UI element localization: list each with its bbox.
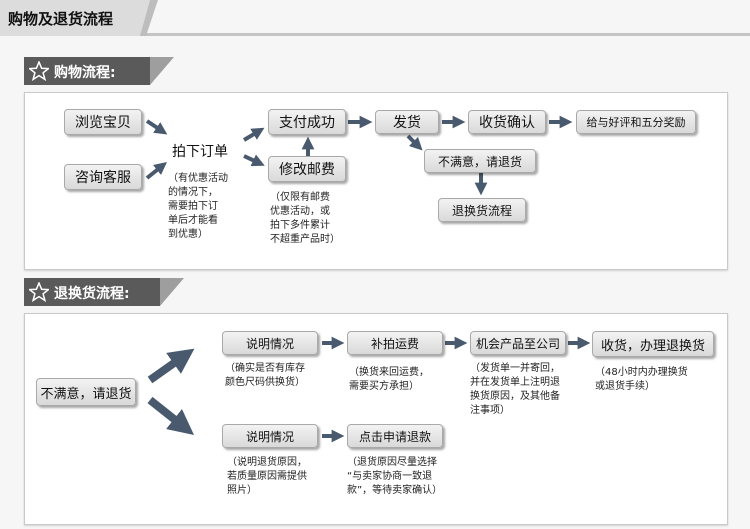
explain-situation-box: 说明情况 (222, 331, 318, 355)
explain-reason-note: （说明退货原因， 若质量原因需提供 照片） (227, 457, 307, 496)
star-icon (29, 61, 49, 81)
arrow-browse-order (145, 119, 168, 135)
exchange-process-box: 退换货流程 (438, 198, 526, 222)
shopping-section-title: 购物流程: (54, 65, 116, 81)
supplement-postage-box: 补拍运费 (347, 331, 443, 355)
ship-box: 发货 (375, 110, 439, 134)
modify-postage-box: 修改邮费 (268, 156, 346, 182)
postage-note: （仅限有邮费 优惠活动，或 拍下多件累计 不超重产品时） (270, 192, 340, 245)
consult-service-box: 咨询客服 (64, 164, 142, 190)
review-reward-box: 给与好评和五分奖励 (576, 110, 696, 134)
apply-refund-note: （退货原因尽量选择 “与卖家协商一致退 款”，等待卖家确认） (347, 457, 443, 496)
send-back-note: （发货单一并寄回， 并在发货单上注明退 换货原因，及其他备 注事项） (470, 363, 560, 416)
arrow-order-pay (242, 127, 265, 142)
arrow-consult-order (145, 162, 167, 180)
receive-process-note: （48小时内办理换货 或退货手续） (595, 367, 688, 392)
star-icon (29, 282, 49, 302)
returns-section-title: 退换货流程: (54, 286, 130, 302)
arrow-order-modify (243, 154, 265, 167)
arrow-ship-unsatisfied (406, 134, 423, 151)
order-note: （有优惠活动 的情况下， 需要拍下订 单后才能看 到优惠） (168, 173, 228, 240)
explain-situation-note: （确实是否有库存 颜色尺码供换货） (225, 363, 305, 388)
unsatisfied-return-box: 不满意，请退货 (424, 149, 536, 173)
supplement-postage-note: （换货来回运费， 需要买方承担） (349, 367, 429, 392)
arrow-return-upper (147, 348, 195, 384)
arrow-return-lower (147, 396, 195, 435)
send-back-box: 机会产品至公司 (470, 331, 566, 355)
payment-success-box: 支付成功 (268, 109, 346, 135)
header-bar (0, 0, 750, 36)
page-title: 购物及退货流程 (8, 10, 114, 28)
receive-process-box: 收货，办理退换货 (592, 331, 714, 357)
returns-section-header (24, 278, 184, 306)
browse-items-box: 浏览宝贝 (64, 109, 142, 135)
shopping-section-header (24, 57, 174, 85)
return-start-box: 不满意，请退货 (36, 378, 136, 406)
apply-refund-box: 点击申请退款 (347, 424, 443, 448)
explain-reason-box: 说明情况 (222, 424, 318, 448)
place-order-label: 拍下订单 (172, 144, 228, 160)
confirm-receipt-box: 收货确认 (468, 110, 546, 134)
